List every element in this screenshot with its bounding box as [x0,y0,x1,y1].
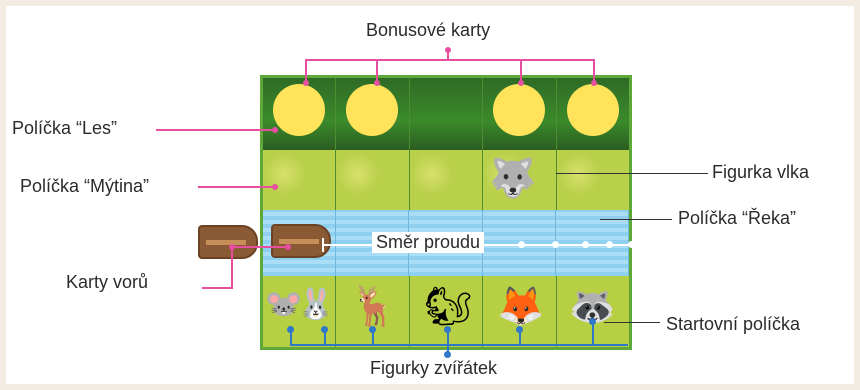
callout-dot [518,80,524,86]
callout-line [290,344,628,346]
forest-cell [556,78,630,150]
callout-line [305,59,595,61]
wolf-figure-label: Figurka vlka [712,162,810,182]
callout-line [447,50,449,60]
callout-line [556,173,708,174]
callout-line [231,246,233,289]
squirrel-icon: 🐿 [423,286,473,328]
callout-line [600,219,672,220]
clearing-row: 🐺 [263,150,630,210]
callout-line [202,287,232,289]
forest-cell [263,78,337,150]
callout-line [592,322,594,345]
forest-cell [336,78,410,150]
wolf-icon: 🐺 [489,158,537,200]
raft-icon [198,225,258,259]
start-cell: 🐿 [409,276,484,347]
callout-dot [589,318,596,325]
bonus-cards-label: Bonusové karty [366,20,491,40]
callout-dot [272,127,278,133]
clearing-fields-label: Políčka “Mýtina” [20,176,150,196]
raft-icon [271,224,331,258]
callout-dot [369,326,376,333]
current-dot [582,241,589,248]
start-fields-label: Startovní políčka [666,314,801,334]
callout-line [372,330,374,345]
clearing-cell [336,150,410,210]
callout-line [447,344,449,354]
mouse-icon: 🐭 [265,288,303,321]
bonus-card [493,84,546,136]
forest-fields-label: Políčka “Les” [12,118,118,138]
deer-icon: 🦌 [350,286,398,328]
start-row: 🐭 🐰 🦌 🐿 🦊 🦝 [263,276,630,347]
forest-cell [409,78,484,150]
callout-dot [229,244,235,250]
current-dot [518,241,525,248]
callout-line [290,330,292,345]
callout-line [520,59,522,83]
callout-dot [287,326,294,333]
current-dot [606,241,613,248]
callout-line [156,129,274,131]
raft-cards-label: Karty vorů [66,272,149,292]
callout-line [305,59,307,83]
callout-dot [321,326,328,333]
rabbit-icon: 🐰 [297,288,335,321]
animal-figures-label: Figurky zvířátek [370,358,498,378]
game-board: 🐺 🐭 🐰 🦌 🐿 🦊 🦝 [260,75,632,350]
clearing-cell [263,150,337,210]
fox-icon: 🦊 [497,286,545,328]
forest-row [263,78,630,150]
clearing-cell: 🐺 [483,150,557,210]
callout-line [198,186,274,188]
river-fields-label: Políčka “Řeka” [678,208,797,228]
current-line-start [322,238,324,252]
callout-dot [444,326,451,333]
callout-dot [272,184,278,190]
callout-line [447,330,449,345]
callout-dot [285,244,291,250]
bonus-card [346,84,399,136]
callout-line [376,59,378,83]
bonus-card [566,84,619,136]
callout-line [519,330,521,345]
callout-dot [444,351,451,358]
current-dot [552,241,559,248]
callout-line [231,246,287,248]
callout-line [593,59,595,83]
callout-dot [591,80,597,86]
callout-dot [303,80,309,86]
clearing-cell [409,150,484,210]
current-direction-label: Směr proudu [372,232,485,253]
callout-dot [374,80,380,86]
callout-line [604,322,660,323]
bonus-card [273,84,325,136]
callout-line [324,330,326,345]
forest-cell [483,78,557,150]
river-cell [263,210,337,276]
current-dot [628,241,635,248]
clearing-cell [556,150,630,210]
callout-dot [516,326,523,333]
